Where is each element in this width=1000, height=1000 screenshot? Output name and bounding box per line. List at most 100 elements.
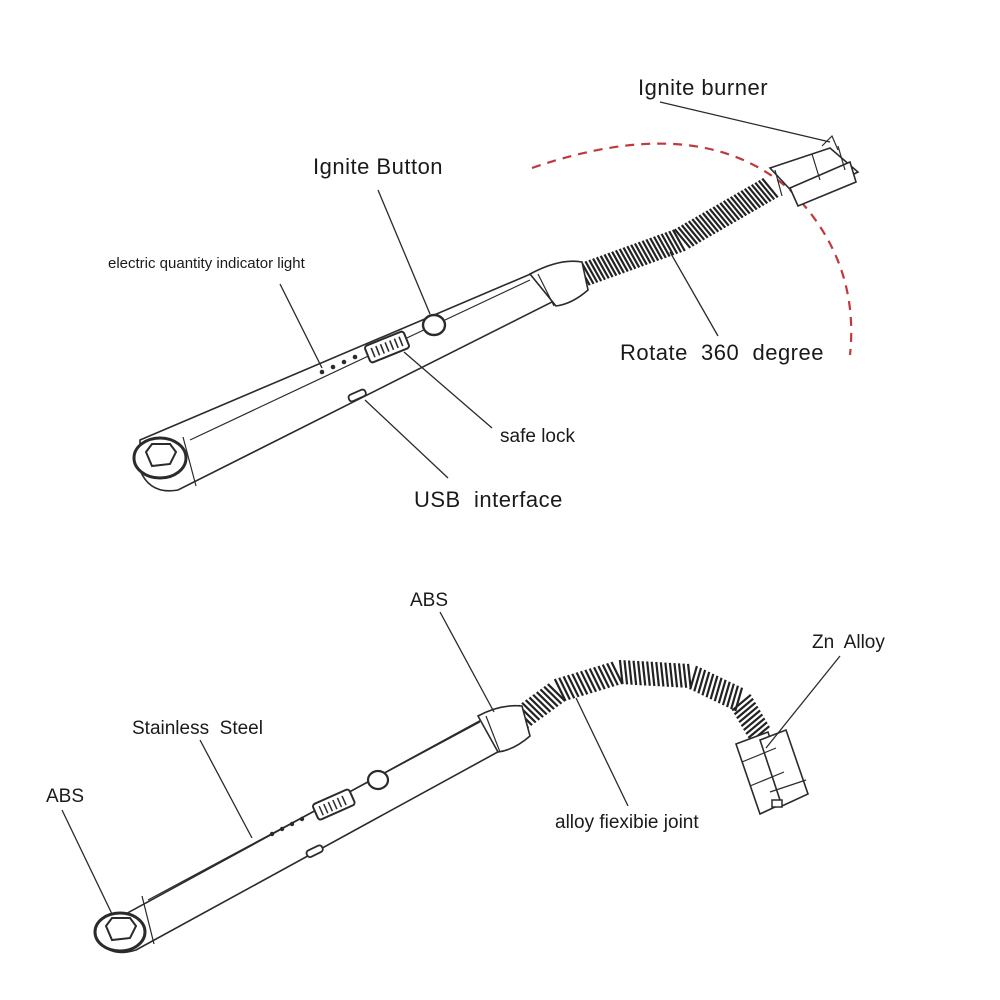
leader-abs-top	[439, 611, 495, 713]
coil-ring	[543, 685, 563, 705]
coil-ring	[687, 220, 706, 241]
bottom-usb-port[interactable]	[305, 844, 324, 858]
leader-ignite-burner	[659, 101, 831, 143]
coil-ring	[588, 259, 603, 282]
coil-ring	[736, 701, 757, 720]
top-burner-head	[768, 134, 860, 208]
label-abs-left: ABS	[46, 786, 84, 807]
top-safe-lock-slider[interactable]	[364, 330, 410, 364]
coil-ring	[656, 234, 671, 258]
coil-ring	[726, 198, 744, 219]
coil-ring	[757, 179, 776, 201]
coil-ring	[736, 192, 755, 213]
coil-ring	[618, 659, 624, 685]
coil-ring	[622, 247, 637, 270]
coil-ring	[601, 664, 615, 687]
coil-ring	[761, 177, 779, 199]
coil-ring	[539, 688, 559, 708]
coil-ring	[733, 697, 754, 716]
coil-ring	[705, 673, 715, 698]
coil-ring	[650, 661, 656, 687]
coil-ring	[719, 202, 737, 223]
leader-zn-alloy	[765, 655, 841, 749]
coil-ring	[584, 669, 598, 693]
coil-ring	[528, 696, 548, 716]
coil-ring	[715, 204, 734, 225]
coil-ring	[668, 662, 674, 688]
coil-ring	[745, 717, 766, 735]
coil-ring	[698, 214, 716, 235]
coil-ring	[743, 188, 762, 209]
leader-usb	[364, 399, 449, 479]
coil-ring	[677, 663, 683, 688]
coil-ring	[641, 240, 656, 263]
coil-ring	[618, 248, 633, 271]
coil-ring	[729, 196, 748, 217]
top-lighter	[132, 134, 860, 492]
coil-ring	[562, 675, 576, 699]
coil-ring	[709, 675, 719, 700]
coil-ring	[721, 681, 731, 706]
top-handle-body	[139, 269, 562, 492]
coil-ring	[566, 674, 580, 698]
coil-ring	[521, 701, 541, 721]
coil-ring	[691, 218, 709, 239]
coil-ring	[673, 662, 679, 688]
bottom-safe-lock-slider[interactable]	[312, 788, 356, 821]
coil-ring	[623, 660, 629, 685]
top-leaders	[279, 101, 831, 479]
coil-ring	[701, 212, 720, 233]
coil-ring	[693, 667, 703, 692]
coil-ring	[571, 673, 584, 697]
coil-ring	[655, 661, 660, 687]
top-end-cap	[132, 436, 188, 480]
coil-ring	[630, 244, 644, 267]
coil-ring	[660, 233, 675, 256]
rotation-arc	[531, 142, 853, 356]
coil-ring	[614, 249, 629, 273]
coil-ring	[673, 228, 692, 249]
coil-ring	[626, 245, 641, 268]
label-flexible-joint: alloy fiexibie joint	[555, 812, 699, 833]
coil-ring	[637, 660, 642, 686]
label-safe-lock: safe lock	[500, 426, 575, 447]
coil-ring	[553, 678, 567, 702]
coil-ring	[645, 238, 660, 262]
coil-ring	[694, 216, 713, 237]
coil-ring	[686, 663, 692, 689]
coil-ring	[558, 677, 571, 701]
coil-ring	[611, 251, 625, 274]
coil-ring	[668, 230, 683, 253]
top-collar-line	[537, 273, 555, 307]
coil-ring	[603, 253, 618, 277]
coil-ring	[680, 224, 699, 245]
coil-ring	[610, 661, 624, 685]
coil-ring	[664, 231, 679, 255]
coil-ring	[584, 260, 599, 284]
coil-ring	[712, 206, 730, 227]
leader-flexible-joint	[575, 697, 629, 807]
bottom-handle-body	[99, 710, 518, 954]
coil-ring	[592, 258, 606, 281]
bottom-ignite-button[interactable]	[366, 769, 390, 791]
coil-ring	[722, 200, 741, 221]
coil-ring	[701, 671, 711, 696]
top-coil	[573, 177, 779, 288]
leader-rotate	[669, 251, 719, 337]
coil-ring	[524, 699, 544, 718]
coil-ring	[664, 662, 670, 687]
top-ignite-button[interactable]	[421, 313, 447, 337]
label-rotate: Rotate 360 degree	[620, 340, 824, 365]
coil-ring	[733, 194, 751, 215]
coil-ring	[708, 208, 727, 229]
label-usb-interface: USB interface	[414, 487, 563, 512]
coil-ring	[705, 210, 723, 231]
top-usb-port[interactable]	[347, 388, 367, 403]
coil-ring	[689, 665, 698, 690]
coil-ring	[717, 679, 727, 704]
label-stainless-steel: Stainless Steel	[132, 718, 263, 739]
leader-safe-lock	[403, 351, 493, 429]
coil-ring	[740, 709, 761, 727]
label-abs-top: ABS	[410, 590, 448, 611]
